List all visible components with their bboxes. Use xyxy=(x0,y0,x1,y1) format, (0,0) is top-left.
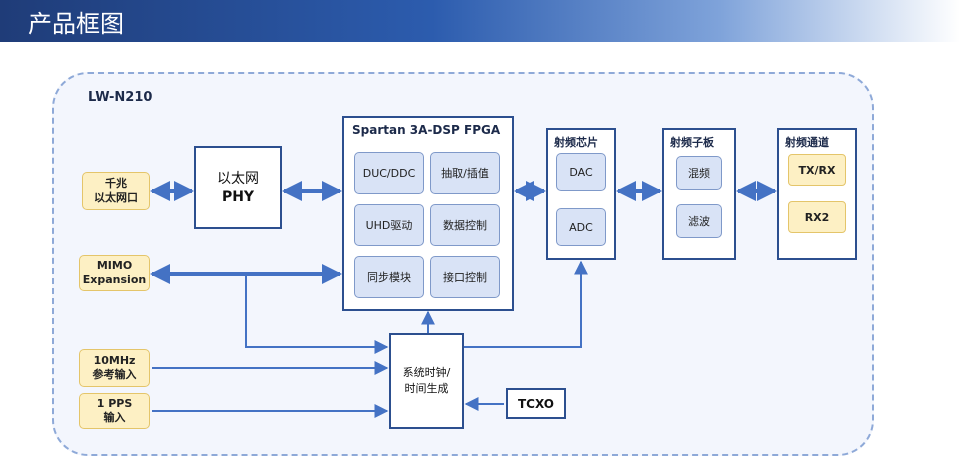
gbe-port-line2: 以太网口 xyxy=(94,191,138,204)
phy-line2: PHY xyxy=(221,188,255,205)
ethernet-phy: 以太网 PHY xyxy=(194,146,282,229)
gbe-port: 千兆 以太网口 xyxy=(82,172,150,210)
fpga-decimation-interpolation: 抽取/插值 xyxy=(430,152,500,194)
fpga-sync-module: 同步模块 xyxy=(354,256,424,298)
ref-port-line2: 参考输入 xyxy=(92,368,137,381)
system-clock-block: 系统时钟/ 时间生成 xyxy=(389,333,464,429)
fpga-interface-control: 接口控制 xyxy=(430,256,500,298)
mimo-port-line1: MIMO xyxy=(96,259,133,272)
rf-board-title: 射频子板 xyxy=(670,136,714,149)
mixer-block: 混频 xyxy=(676,156,722,190)
fpga-data-control: 数据控制 xyxy=(430,204,500,246)
txrx-port: TX/RX xyxy=(788,154,846,186)
fpga-uhd-driver: UHD驱动 xyxy=(354,204,424,246)
page-title: 产品框图 xyxy=(28,10,124,38)
clock-line2: 时间生成 xyxy=(404,382,449,395)
gbe-port-line1: 千兆 xyxy=(105,177,127,190)
clock-line1: 系统时钟/ xyxy=(402,366,451,379)
mimo-port-line2: Expansion xyxy=(82,273,147,286)
tcxo-block: TCXO xyxy=(506,388,566,419)
rx2-port: RX2 xyxy=(788,201,846,233)
pps-port: 1 PPS 输入 xyxy=(79,393,150,429)
dac-block: DAC xyxy=(556,153,606,191)
fpga-duc-ddc: DUC/DDC xyxy=(354,152,424,194)
mimo-port: MIMO Expansion xyxy=(79,255,150,291)
pps-port-line1: 1 PPS xyxy=(96,397,133,410)
adc-block: ADC xyxy=(556,208,606,246)
pps-port-line2: 输入 xyxy=(103,411,126,424)
rf-board-block xyxy=(662,128,736,260)
link-mimo-clock xyxy=(245,274,389,354)
rf-chip-title: 射频芯片 xyxy=(554,136,598,149)
rf-channel-title: 射频通道 xyxy=(785,136,829,149)
product-label: LW-N210 xyxy=(88,90,153,105)
ref-10mhz-port: 10MHz 参考输入 xyxy=(79,349,150,387)
filter-block: 滤波 xyxy=(676,204,722,238)
ref-port-line1: 10MHz xyxy=(93,354,136,367)
link-clock-rfchip xyxy=(464,260,588,348)
header-bar: 产品框图 xyxy=(0,0,960,42)
rf-channel-block xyxy=(777,128,857,260)
fpga-title: Spartan 3A-DSP FPGA xyxy=(352,123,501,137)
phy-line1: 以太网 xyxy=(217,170,259,187)
